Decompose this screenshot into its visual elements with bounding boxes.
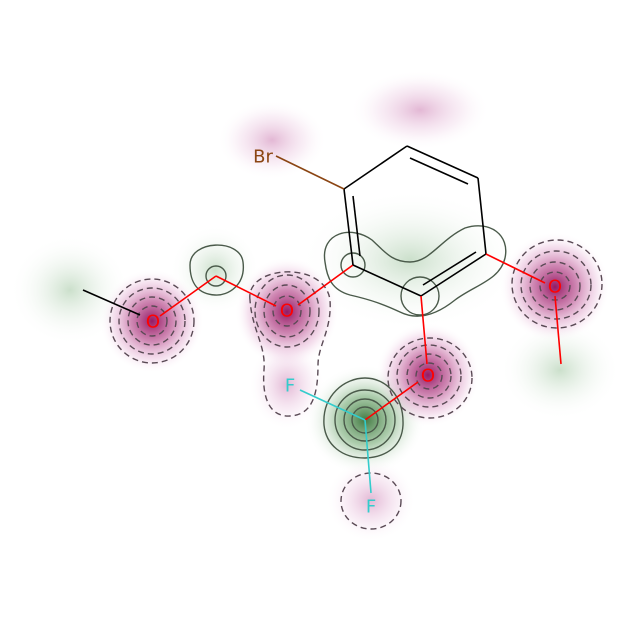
bond-ring-5-inner — [422, 251, 477, 286]
bond-ring-5 — [420, 253, 487, 297]
bond-ring-1-inner — [352, 195, 361, 257]
bond-c1-o2 — [215, 275, 277, 307]
contour-cf2-outer — [323, 377, 404, 459]
bond-ring-2 — [343, 145, 408, 190]
contour-o3-core — [415, 362, 443, 390]
contour-o1-inner — [127, 296, 177, 346]
contour-c1 — [189, 244, 244, 296]
atom-label-o4: O — [548, 277, 562, 298]
shade-right — [500, 320, 620, 420]
bond-ring-br — [275, 155, 345, 190]
shade-br — [217, 100, 327, 180]
bond-o3-cf2 — [364, 381, 419, 421]
bond-o2-ring — [297, 264, 354, 306]
bond-cf2-f1 — [299, 389, 366, 421]
contour-cf2-mid — [334, 389, 396, 451]
contour-o1-core — [136, 305, 168, 337]
contour-o1-outer — [109, 278, 195, 364]
contour-cf2-inner — [343, 398, 387, 442]
contour-o4-outer — [511, 239, 603, 329]
atom-label-o2: O — [280, 301, 294, 322]
atom-label-f1: F — [285, 376, 295, 397]
contour-o2-f1-outer — [249, 271, 331, 417]
shade-f1 — [249, 340, 325, 430]
shade-o4 — [500, 232, 610, 342]
bond-ring-1 — [343, 188, 354, 266]
atom-label-o3: O — [421, 366, 435, 387]
contour-ring — [323, 225, 507, 317]
bond-cf2-f2 — [364, 419, 372, 494]
bond-ring-o3 — [420, 295, 428, 365]
contour-o4-inner — [529, 261, 581, 311]
contour-f2 — [340, 472, 402, 530]
shade-o2 — [235, 257, 339, 367]
atom-label-o1: O — [146, 312, 160, 333]
contour-o3-inner — [406, 353, 452, 399]
negative-contours — [109, 239, 603, 530]
bond-ring-4 — [477, 177, 487, 255]
atom-labels: Br O O O O F F — [146, 147, 562, 518]
contour-o2-core — [272, 295, 302, 327]
bond-ring-6 — [352, 264, 422, 297]
contour-o3-mid — [396, 344, 462, 408]
bond-ch3-o1 — [82, 289, 141, 316]
contour-ring-atom2 — [340, 252, 366, 278]
positive-contours — [189, 225, 507, 459]
contour-o4-mid — [520, 250, 592, 320]
bond-o4-ch3 — [554, 295, 562, 365]
bond-ring-3 — [406, 145, 479, 179]
shade-left — [10, 235, 130, 345]
shade-o1 — [100, 269, 204, 373]
shade-f2 — [326, 458, 416, 542]
shade-ring — [300, 190, 520, 330]
contour-c1-core — [205, 265, 227, 287]
contour-o3-outer — [387, 337, 473, 419]
bond-ring-o4 — [485, 253, 546, 284]
atom-label-br: Br — [253, 147, 273, 168]
atom-label-f2: F — [366, 497, 376, 518]
shade-top — [350, 70, 490, 150]
contour-cf2-core — [351, 406, 379, 434]
contour-ring-atom — [400, 276, 440, 316]
contour-o2-inner — [263, 284, 311, 338]
contour-o2-mid — [254, 274, 320, 348]
contour-o1-mid — [118, 287, 186, 355]
bond-ring-3-inner — [409, 157, 469, 185]
bond-o1-c1 — [159, 275, 217, 317]
bonds — [82, 145, 562, 494]
